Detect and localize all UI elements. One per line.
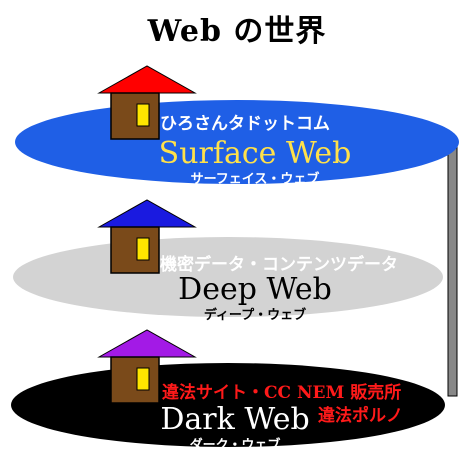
deep-web-house xyxy=(97,199,197,274)
house-roof xyxy=(97,199,197,228)
deep-web-caption: 機密データ・コンテンツデータ xyxy=(160,255,398,275)
deep-web-reading: ディープ・ウェブ xyxy=(203,308,307,323)
house-wall xyxy=(110,226,160,274)
house-window xyxy=(136,103,150,127)
house-window xyxy=(136,367,150,391)
dark-web-caption-2: 違法ポルノ xyxy=(318,406,403,426)
dark-web-label: Dark Web xyxy=(160,402,310,437)
house-roof xyxy=(97,65,197,94)
surface-web-house xyxy=(97,65,197,140)
house-wall xyxy=(110,92,160,140)
page-title: Web の世界 xyxy=(147,14,327,49)
dark-web-house xyxy=(97,329,197,404)
house-wall xyxy=(110,356,160,404)
surface-web-reading: サーフェイス・ウェブ xyxy=(190,172,320,187)
dark-web-caption: 違法サイト・CC NEM 販売所 xyxy=(162,383,402,403)
surface-web-label: Surface Web xyxy=(158,136,352,171)
deep-web-label: Deep Web xyxy=(178,272,332,307)
house-roof xyxy=(97,329,197,358)
connecting-pole xyxy=(447,137,458,397)
surface-web-caption: ひろさんタドットコム xyxy=(160,114,330,134)
dark-web-reading: ダーク・ウェブ xyxy=(189,438,281,453)
house-window xyxy=(136,237,150,261)
